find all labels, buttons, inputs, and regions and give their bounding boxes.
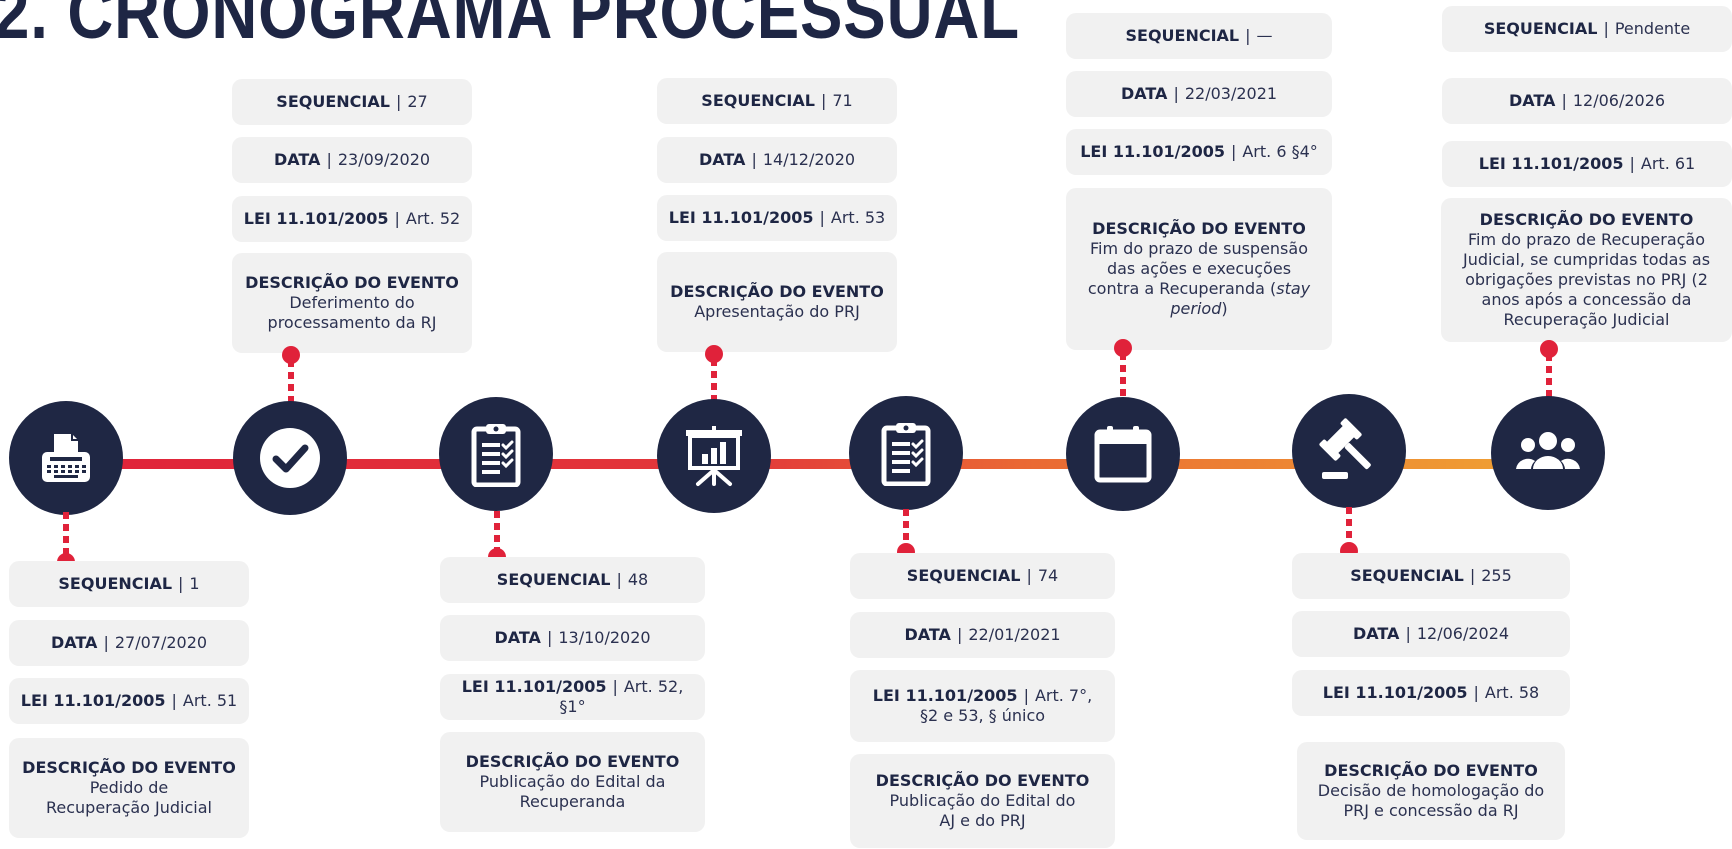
event-1-node: [9, 401, 123, 515]
event-2-data: DATA|23/09/2020: [232, 137, 472, 183]
event-3-data: DATA|13/10/2020: [440, 615, 705, 661]
event-2-lei: LEI 11.101/2005|Art. 52: [232, 196, 472, 242]
event-6-descricao: DESCRIÇÃO DO EVENTO Fim do prazo de susp…: [1066, 188, 1332, 350]
event-7-sequencial: SEQUENCIAL|255: [1292, 553, 1570, 599]
event-8-dot: [1540, 340, 1558, 358]
event-2-connector: [288, 360, 294, 402]
event-8-descricao: DESCRIÇÃO DO EVENTO Fim do prazo de Recu…: [1441, 198, 1732, 342]
event-7-connector: [1346, 507, 1352, 549]
event-3-descricao: DESCRIÇÃO DO EVENTO Publicação do Edital…: [440, 732, 705, 832]
event-5-node: [849, 396, 963, 510]
event-6-sequencial: SEQUENCIAL|—: [1066, 13, 1332, 59]
event-8-sequencial: SEQUENCIAL|Pendente: [1442, 6, 1732, 52]
event-7-descricao: DESCRIÇÃO DO EVENTO Decisão de homologaç…: [1297, 742, 1565, 840]
clipboard-checklist-icon: [881, 423, 931, 486]
typewriter-icon: [42, 434, 90, 482]
event-8-connector: [1546, 354, 1552, 400]
event-3-connector: [494, 511, 500, 555]
page-title: 2. CRONOGRAMA PROCESSUAL: [0, 0, 1020, 54]
event-4-dot: [705, 345, 723, 363]
event-7-node: [1292, 394, 1406, 508]
event-6-node: [1066, 397, 1180, 511]
event-2-sequencial: SEQUENCIAL|27: [232, 79, 472, 125]
event-1-descricao: DESCRIÇÃO DO EVENTO Pedido de Recuperaçã…: [9, 738, 249, 838]
event-1-connector: [63, 512, 69, 558]
event-3-lei: LEI 11.101/2005|Art. 52, §1°: [440, 674, 705, 720]
gavel-icon: [1319, 418, 1371, 479]
event-7-data: DATA|12/06/2024: [1292, 611, 1570, 657]
event-4-connector: [711, 359, 717, 401]
presentation-board-icon: [686, 426, 742, 486]
event-8-data: DATA|12/06/2026: [1442, 78, 1732, 124]
event-2-node: [233, 401, 347, 515]
event-8-lei: LEI 11.101/2005|Art. 61: [1442, 141, 1732, 187]
event-6-data: DATA|22/03/2021: [1066, 71, 1332, 117]
event-4-node: [657, 399, 771, 513]
event-2-dot: [282, 346, 300, 364]
event-6-lei: LEI 11.101/2005|Art. 6 §4°: [1066, 129, 1332, 175]
clipboard-checklist-icon: [471, 424, 521, 487]
event-5-sequencial: SEQUENCIAL|74: [850, 553, 1115, 599]
event-6-dot: [1114, 339, 1132, 357]
event-6-connector: [1120, 353, 1126, 401]
event-4-descricao: DESCRIÇÃO DO EVENTO Apresentação do PRJ: [657, 252, 897, 352]
event-1-sequencial: SEQUENCIAL|1: [9, 561, 249, 607]
event-7-lei: LEI 11.101/2005|Art. 58: [1292, 670, 1570, 716]
event-3-node: [439, 397, 553, 511]
event-5-lei: LEI 11.101/2005|Art. 7°, §2 e 53, § únic…: [850, 670, 1115, 742]
event-5-connector: [903, 509, 909, 549]
event-1-lei: LEI 11.101/2005|Art. 51: [9, 678, 249, 724]
event-1-data: DATA|27/07/2020: [9, 620, 249, 666]
event-5-descricao: DESCRIÇÃO DO EVENTO Publicação do Edital…: [850, 754, 1115, 848]
event-4-sequencial: SEQUENCIAL|71: [657, 78, 897, 124]
event-4-data: DATA|14/12/2020: [657, 137, 897, 183]
users-group-icon: [1516, 432, 1580, 469]
event-2-descricao: DESCRIÇÃO DO EVENTO Deferimento do proce…: [232, 253, 472, 353]
calendar-icon: [1094, 426, 1152, 483]
event-8-node: [1491, 396, 1605, 510]
timeline-line: [60, 459, 1560, 469]
checkmark-icon: [260, 428, 320, 488]
event-3-sequencial: SEQUENCIAL|48: [440, 557, 705, 603]
event-4-lei: LEI 11.101/2005|Art. 53: [657, 195, 897, 241]
event-5-data: DATA|22/01/2021: [850, 612, 1115, 658]
